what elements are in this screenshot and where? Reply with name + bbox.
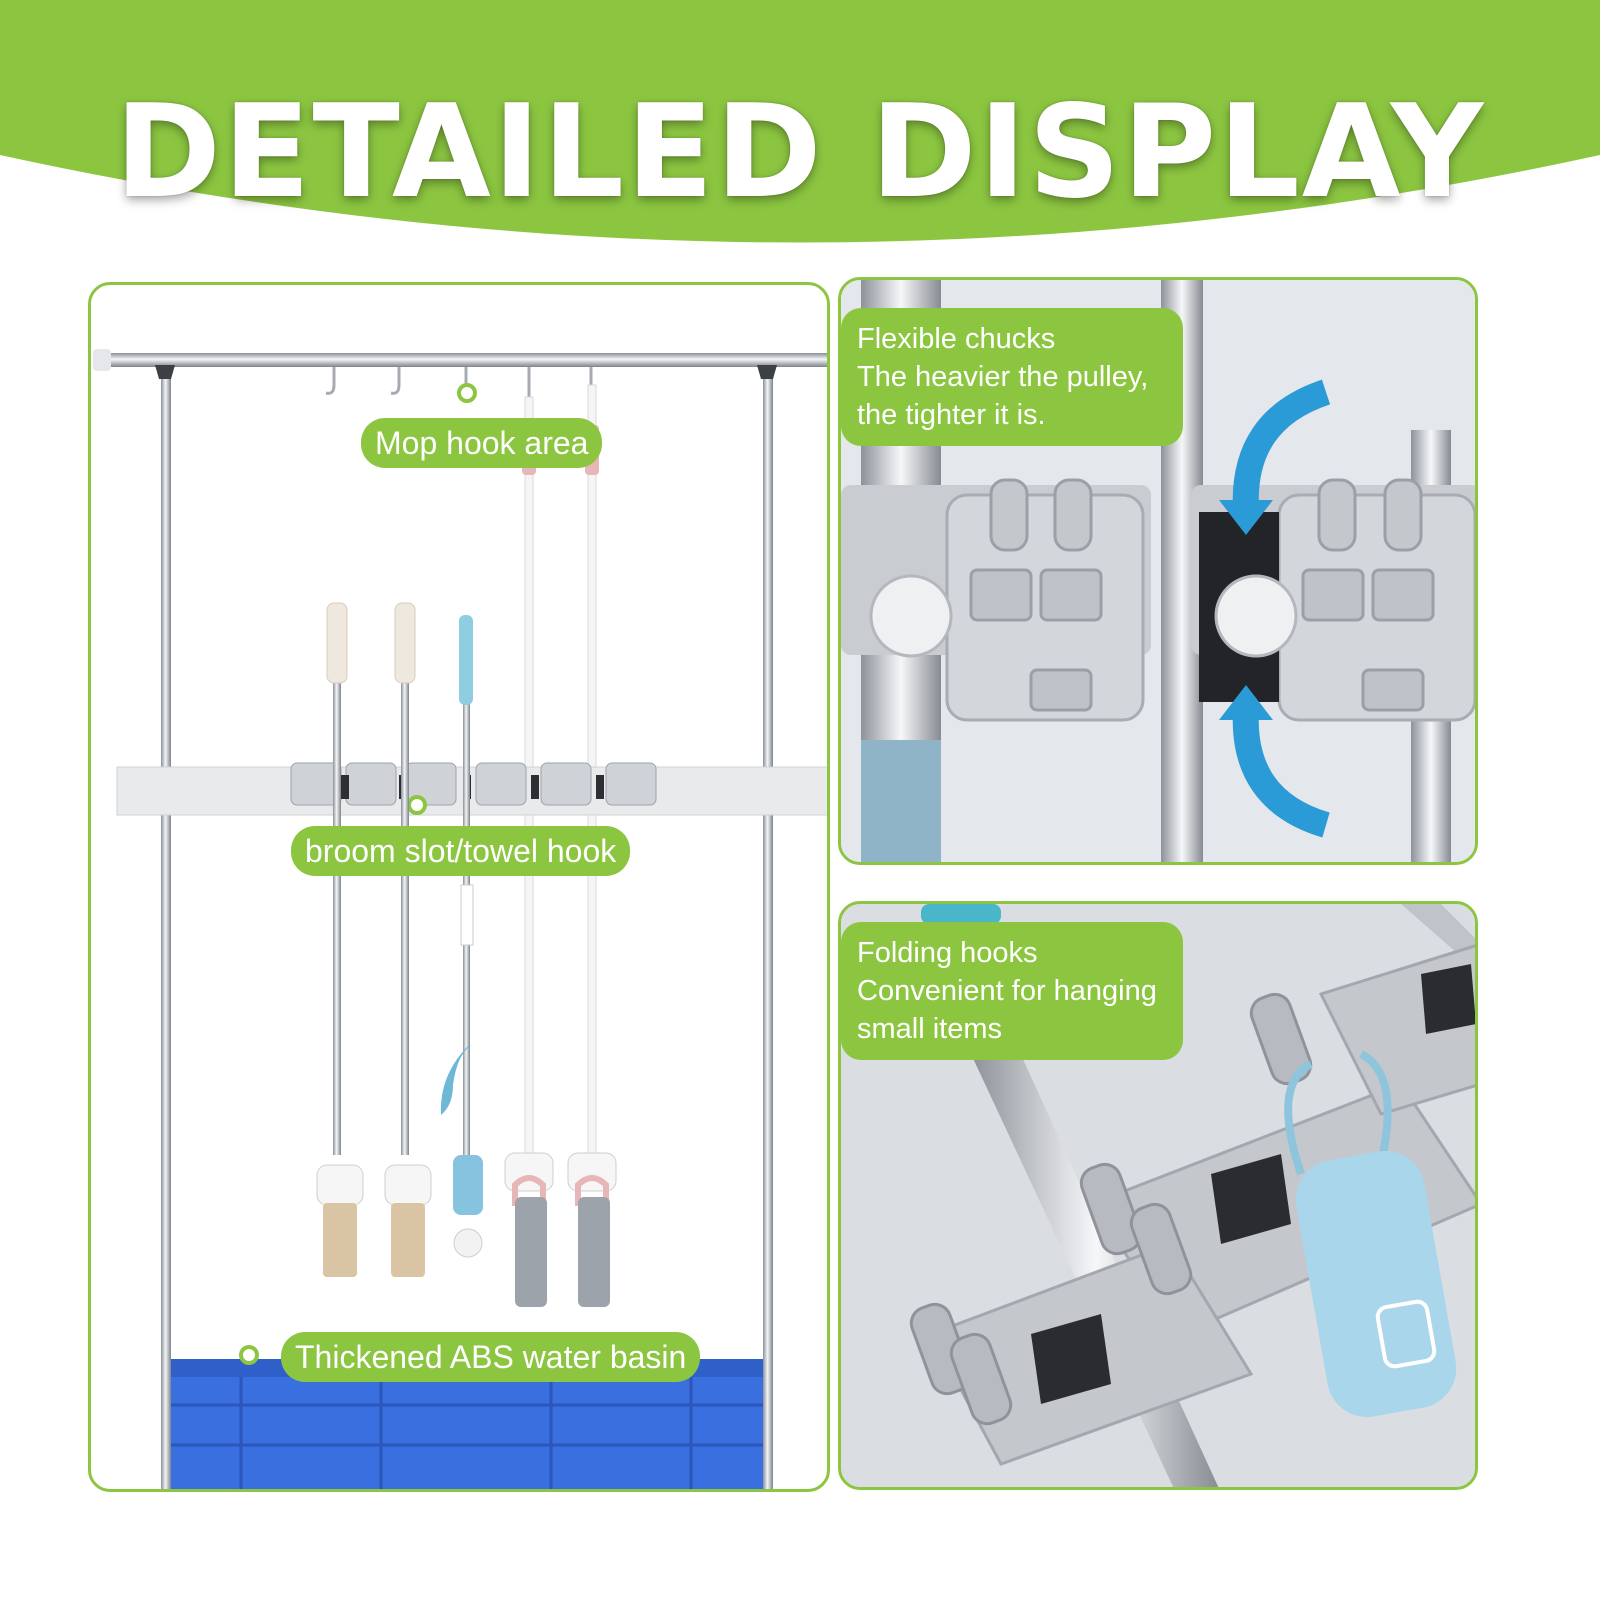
- rack-overview-panel: Mop hook area broom slot/towel hook Thic…: [88, 282, 830, 1492]
- water-basin-label: Thickened ABS water basin: [281, 1332, 701, 1383]
- chuck-closeup-illustration: [841, 280, 1475, 862]
- flexible-chucks-callout: Flexible chucks The heavier the pulley, …: [841, 308, 1183, 446]
- flexible-chucks-panel: Flexible chucks The heavier the pulley, …: [838, 277, 1478, 865]
- header-banner: [0, 0, 1600, 243]
- folding-hooks-panel: Folding hooks Convenient for hanging sma…: [838, 901, 1478, 1490]
- broom-slot-label: broom slot/towel hook: [291, 826, 631, 877]
- page-title: DETAILED DISPLAY: [114, 78, 1486, 227]
- folding-hooks-callout: Folding hooks Convenient for hanging sma…: [841, 922, 1183, 1060]
- mop-hook-area-label: Mop hook area: [361, 418, 603, 469]
